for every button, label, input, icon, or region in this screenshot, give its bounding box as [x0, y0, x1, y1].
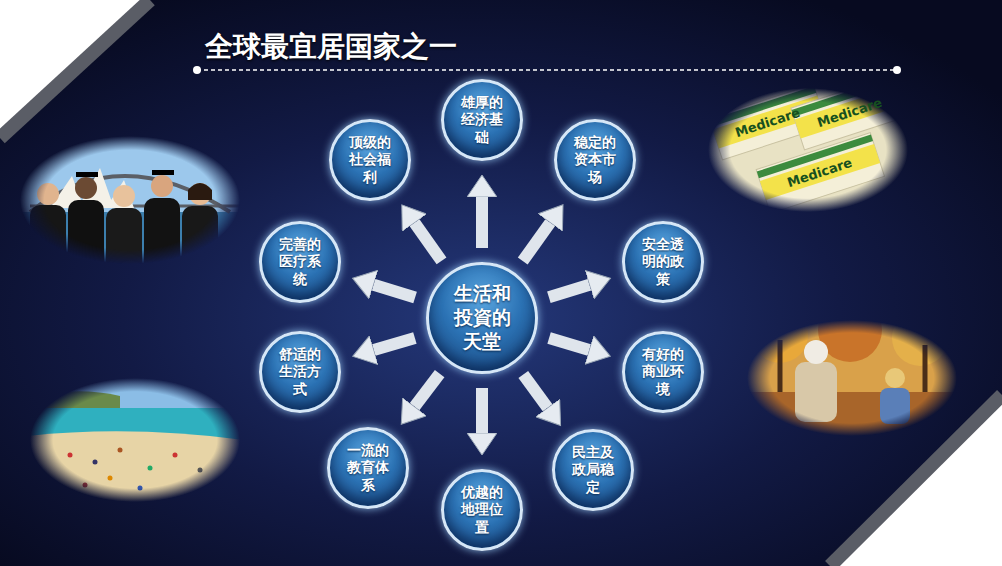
node-text: 完善的医疗系统	[277, 236, 323, 289]
illustration-shape	[756, 133, 884, 214]
illustration-shape	[75, 177, 97, 199]
block-arrow	[374, 285, 416, 298]
block-arrow	[415, 374, 440, 407]
node-text: 稳定的资本市场	[572, 134, 618, 187]
illustration-shape	[83, 483, 88, 488]
illustration-shape	[93, 460, 98, 465]
illustration-shape	[118, 448, 123, 453]
node-text: 雄厚的经济基础	[459, 94, 505, 147]
slide-title: 全球最宜居国家之一	[205, 28, 457, 66]
beach-photo	[28, 375, 244, 505]
block-arrow	[476, 197, 488, 248]
title-rule	[197, 69, 897, 71]
illustration-shape	[760, 144, 880, 200]
block-arrow	[549, 285, 590, 298]
node-text: 有好的商业环境	[640, 346, 686, 399]
node-text: 安全透明的政策	[640, 236, 686, 289]
illustration-shape	[795, 85, 906, 138]
illustration-shape	[37, 183, 59, 205]
topic-circle: 舒适的生活方式	[259, 331, 341, 413]
medicare-photo	[705, 74, 911, 215]
illustration-shape	[30, 205, 66, 275]
autumn-park-photo	[745, 298, 959, 442]
illustration-shape	[804, 340, 828, 364]
illustration-shape	[189, 183, 211, 205]
illustration-shape	[138, 486, 143, 491]
illustration-shape	[68, 200, 104, 275]
illustration-shape	[108, 476, 113, 481]
illustration-shape	[106, 208, 142, 278]
illustration-shape	[148, 466, 153, 471]
topic-circle: 稳定的资本市场	[554, 119, 636, 201]
illustration-shape	[374, 197, 590, 433]
topic-circle: 民主及政局稳定	[552, 429, 634, 511]
topic-circle: 顶级的社会福利	[329, 119, 411, 201]
hub-circle: 生活和投資的天堂	[426, 262, 538, 374]
block-arrow	[549, 338, 589, 350]
rule-dot	[893, 66, 901, 74]
illustration-shape	[880, 388, 910, 424]
illustration-shape	[791, 74, 909, 150]
illustration-shape	[76, 172, 98, 177]
illustration-shape	[173, 453, 178, 458]
illustration-shape	[745, 392, 959, 442]
node-text: 舒适的生活方式	[277, 346, 323, 399]
illustration-shape	[778, 340, 783, 395]
illustration-shape	[152, 170, 174, 175]
illustration-shape	[113, 185, 135, 207]
illustration-shape	[182, 206, 218, 276]
block-arrow	[523, 375, 547, 408]
block-arrow	[374, 338, 415, 350]
node-text: 民主及政局稳定	[570, 444, 616, 497]
illustration-shape	[885, 368, 905, 388]
block-arrow	[476, 388, 488, 433]
illustration-shape	[892, 310, 948, 366]
node-text: 优越的地理位置	[459, 484, 505, 537]
node-text: 一流的教育体系	[345, 442, 391, 495]
illustration-shape	[791, 74, 909, 150]
illustration-shape	[198, 468, 203, 473]
illustration-shape	[28, 431, 244, 505]
topic-circle: 优越的地理位置	[441, 469, 523, 551]
illustration-shape	[144, 198, 180, 273]
topic-circle: 完善的医疗系统	[259, 221, 341, 303]
illustration-shape	[795, 362, 837, 422]
illustration-shape	[68, 453, 73, 458]
topic-circle: 有好的商业环境	[622, 331, 704, 413]
illustration-shape	[923, 345, 928, 395]
topic-circle: 雄厚的经济基础	[441, 79, 523, 161]
topic-circle: 安全透明的政策	[622, 221, 704, 303]
node-text: 生活和投資的天堂	[451, 282, 514, 353]
graduates-photo	[18, 130, 244, 278]
block-arrow	[523, 223, 550, 261]
block-arrow	[415, 223, 442, 261]
corner-band	[0, 0, 150, 138]
illustration-shape	[188, 183, 212, 200]
node-text: 顶级的社会福利	[347, 134, 393, 187]
topic-circle: 一流的教育体系	[327, 427, 409, 509]
rule-dot	[193, 66, 201, 74]
illustration-shape	[151, 175, 173, 197]
illustration-shape	[756, 133, 884, 214]
